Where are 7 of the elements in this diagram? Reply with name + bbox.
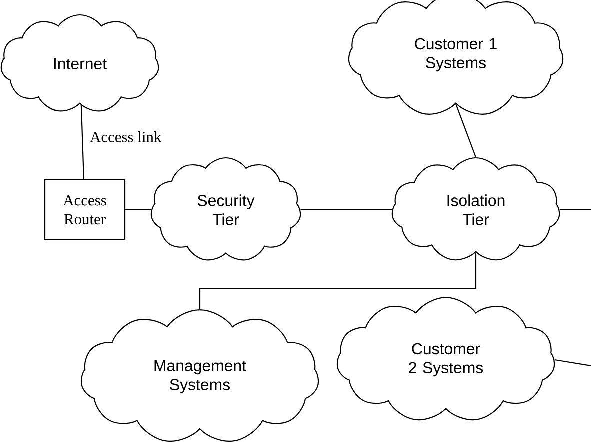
router-box: Access Router [44,179,126,241]
connector-line [560,209,591,211]
edge-label: Access link [89,130,163,144]
connector-line [456,104,477,158]
connector-line [300,209,392,211]
connector-line [126,209,152,211]
connector-line [554,359,591,367]
